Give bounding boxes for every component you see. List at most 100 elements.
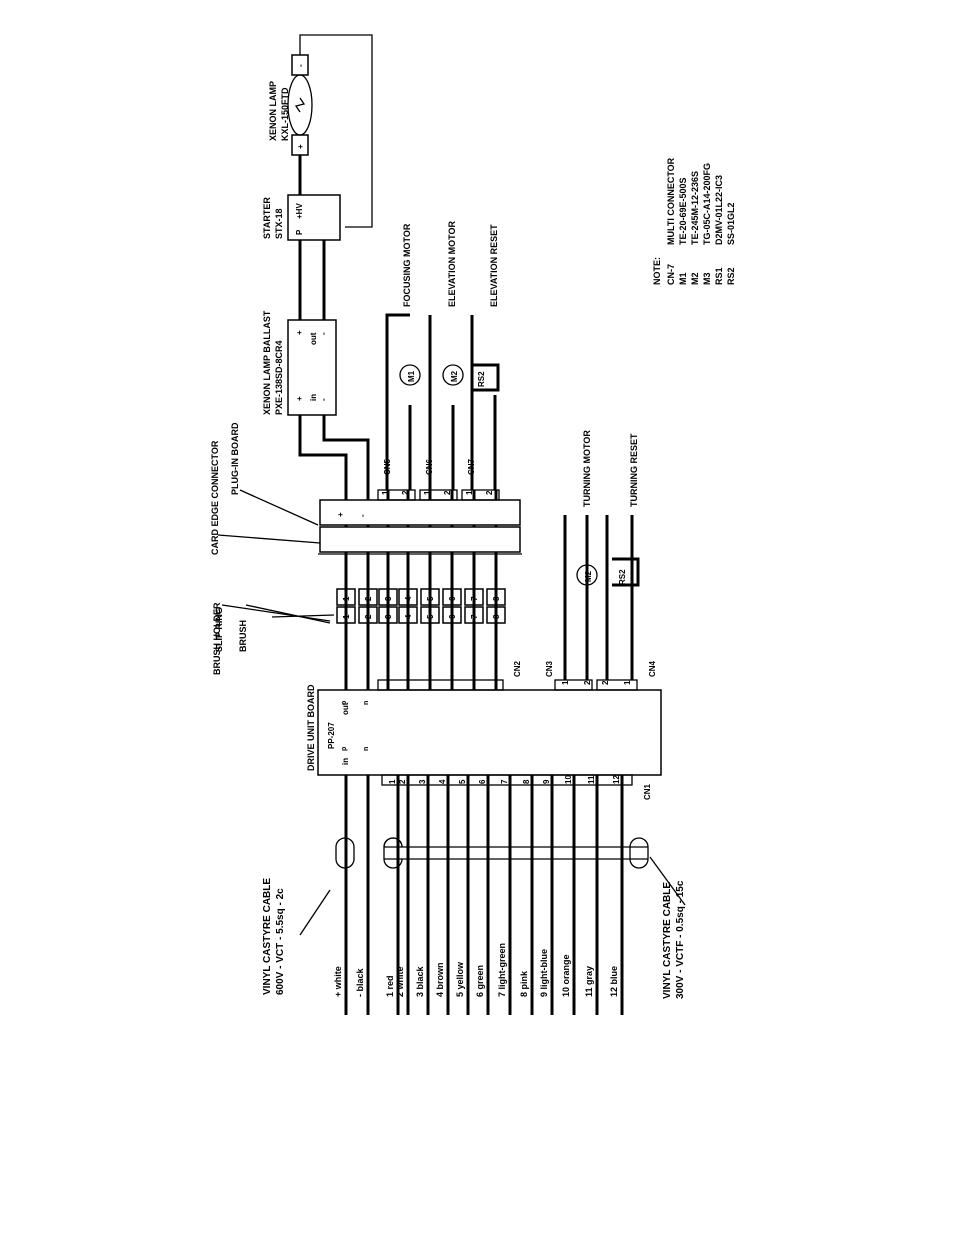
note-row-id: RS2	[726, 267, 736, 285]
cn1-pin-number: 10	[564, 775, 573, 784]
drive-out-label: out	[341, 702, 350, 715]
turning-reset-label: TURNING RESET	[629, 433, 639, 507]
cn1-pin-number: 2	[398, 779, 407, 784]
elevation-reset-label: ELEVATION RESET	[489, 224, 499, 307]
cn5-header	[377, 489, 416, 501]
m1-motor-symbol	[399, 364, 421, 386]
m1-label: M1	[407, 370, 416, 382]
slip-ring-leader	[221, 604, 331, 622]
cable1-label-line2: 600V - VCT - 5.5sq - 2c	[275, 888, 286, 995]
cn1-pin-number: 1	[388, 779, 397, 784]
cn7-pin2: 2	[485, 490, 494, 495]
ballast-label: XENON LAMP BALLAST	[262, 310, 272, 415]
cn1-header	[381, 774, 633, 786]
rs2-turn-switch	[612, 557, 640, 587]
m2-elev-motor-symbol	[442, 364, 464, 386]
lamp-plus-sign: +	[296, 144, 305, 149]
cn3-pin1: 1	[561, 680, 570, 685]
turning-motor-label: TURNING MOTOR	[582, 430, 592, 507]
brush-holder-leader	[271, 614, 335, 618]
cn5-pin1: 1	[381, 490, 390, 495]
focusing-motor-label: FOCUSING MOTOR	[402, 223, 412, 307]
cn3-label: CN3	[545, 660, 554, 677]
cable1-label-line1: VINYL CASTYRE CABLE	[262, 878, 273, 995]
wire-color-label: 3 black	[415, 965, 425, 997]
wire-color-label: 6 green	[475, 965, 485, 997]
wire-color-label: 5 yellow	[455, 961, 465, 997]
ballast-out-minus: -	[319, 332, 328, 335]
ballast-in-minus: -	[319, 398, 328, 401]
drive-in-n: n	[363, 747, 370, 751]
cable2-leader	[649, 856, 686, 906]
cable2-sheath-top-end	[383, 837, 403, 848]
brush-label: BRUSH	[238, 620, 248, 652]
cable1-sheath	[335, 837, 355, 869]
cn6-pin1: 1	[423, 490, 432, 495]
rs2-turn-label: RS2	[618, 569, 627, 585]
starter-label: STARTER	[262, 197, 272, 239]
cn4-label: CN4	[648, 660, 657, 677]
plugin-board-label: PLUG-IN BOARD	[230, 422, 240, 495]
starter-box	[287, 194, 341, 241]
note-row-part: D2MV-01L22-IC3	[714, 175, 724, 245]
note-row-id: RS1	[714, 267, 724, 285]
wire-color-label: + white	[333, 966, 343, 997]
ballast-model: PXE-138SD-8CR4	[274, 340, 284, 415]
wire-color-label: 9 light-blue	[539, 949, 549, 997]
ballast-out-label: out	[309, 332, 318, 345]
wire-color-label: - black	[355, 967, 365, 997]
note-row-id: M3	[702, 272, 712, 285]
cn6-pin2: 2	[443, 490, 452, 495]
cn1-pin-number: 4	[438, 779, 447, 784]
cn3-pin2: 2	[583, 680, 592, 685]
cn7-header	[461, 489, 500, 501]
xenon-lamp-ballast	[287, 319, 337, 416]
plugin-board-leader	[239, 489, 319, 526]
ballast-out-plus: +	[295, 330, 304, 335]
rs2-elev-switch	[472, 363, 500, 392]
starter-p-label: P	[295, 229, 304, 235]
cable1-leader	[299, 889, 331, 936]
drive-out-p: p	[341, 701, 348, 705]
cn4-pin2: 2	[601, 680, 610, 685]
rs2-elev-label: RS2	[477, 371, 486, 387]
ballast-in-label: in	[309, 394, 318, 401]
note-row-id: M2	[690, 272, 700, 285]
note-row-part: TE-20-69E-500S	[678, 177, 688, 245]
power-minus-wire	[322, 415, 370, 500]
cn3-header	[554, 679, 593, 691]
brush-leader	[245, 604, 331, 624]
slip-ring-label: SLIP RING	[214, 607, 224, 652]
note-row-part: TG-05C-A14-200FG	[702, 163, 712, 245]
cn2-header	[377, 679, 504, 691]
wire-color-label: 12 blue	[609, 966, 619, 997]
cn1-pin-number: 7	[500, 779, 509, 784]
cn1-label: CN1	[643, 783, 652, 800]
wire-color-label: 1 red	[385, 975, 395, 997]
cn2-label: CN2	[513, 660, 522, 677]
cn1-pin-number: 11	[587, 775, 596, 784]
note-title: NOTE:	[652, 257, 662, 285]
brush-holder-label: BRUSH HOLDER	[212, 602, 222, 675]
m2-turn-motor-symbol	[576, 564, 598, 586]
xenon-lamp-model: KXL-150FTD	[280, 87, 290, 141]
starter-hv-label: +HV	[295, 203, 304, 219]
drive-in-p: p	[341, 747, 348, 751]
drive-in-label: in	[341, 758, 350, 765]
note-row-id: M1	[678, 272, 688, 285]
cable2-sheath-bottom	[629, 837, 649, 869]
wire-color-label: 11 gray	[584, 966, 594, 997]
xenon-lamp-bulb	[287, 74, 313, 136]
xenon-lamp-label: XENON LAMP	[268, 81, 278, 141]
note-row-id: CN-7	[666, 264, 676, 285]
plug-in-board	[319, 499, 521, 526]
cable2-label-line1: VINYL CASTYRE CABLE	[662, 882, 673, 999]
card-edge-label: CARD EDGE CONNECTOR	[210, 440, 220, 555]
ballast-in-plus: +	[295, 396, 304, 401]
lamp-minus-sign: -	[296, 64, 305, 67]
